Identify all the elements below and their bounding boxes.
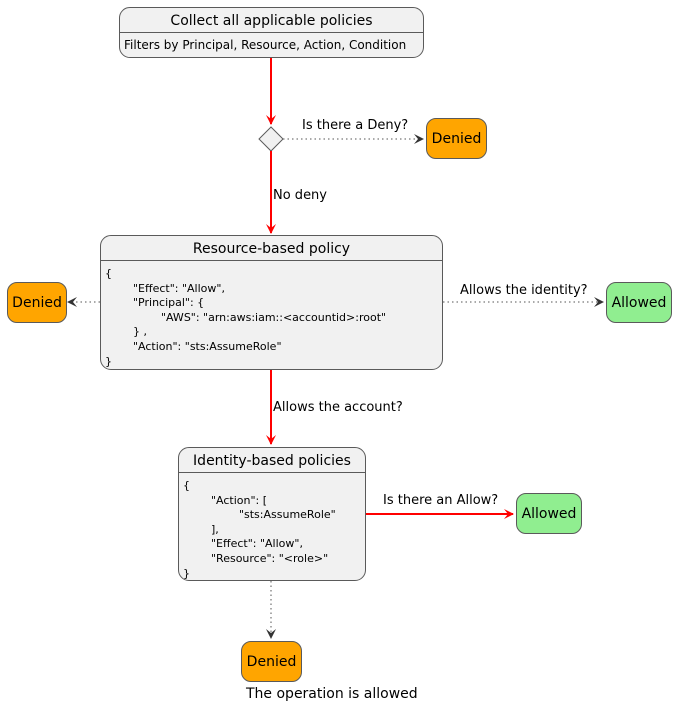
allowed-terminal-right: Allowed — [606, 282, 672, 323]
collect-policies-subtitle: Filters by Principal, Resource, Action, … — [124, 38, 407, 52]
edge-label-is-there-a-deny: Is there a Deny? — [302, 118, 409, 133]
identity-policies-title: Identity-based policies — [179, 448, 365, 473]
edge-label-allows-the-identity: Allows the identity? — [460, 283, 588, 298]
collect-policies-title: Collect all applicable policies — [120, 8, 423, 33]
denied-terminal-top: Denied — [426, 118, 487, 159]
identity-policies-node: Identity-based policies { "Action": [ "s… — [178, 447, 366, 581]
edge-label-allows-the-account: Allows the account? — [273, 400, 403, 415]
footer-caption: The operation is allowed — [246, 686, 418, 702]
edge-label-is-there-an-allow: Is there an Allow? — [383, 493, 499, 508]
allowed-label: Allowed — [611, 294, 667, 311]
allowed-terminal-identity: Allowed — [516, 493, 582, 534]
identity-policy-json: { "Action": [ "sts:AssumeRole" ], "Effec… — [183, 479, 336, 580]
resource-policy-json: { "Effect": "Allow", "Principal": { "AWS… — [105, 267, 387, 368]
collect-policies-node: Collect all applicable policies Filters … — [119, 7, 424, 58]
denied-terminal-bottom: Denied — [241, 641, 302, 682]
denied-label: Denied — [246, 653, 297, 670]
deny-decision-diamond — [258, 126, 284, 152]
resource-policy-node: Resource-based policy { "Effect": "Allow… — [100, 235, 443, 370]
edge-label-no-deny: No deny — [273, 188, 327, 203]
denied-terminal-left: Denied — [7, 282, 67, 323]
denied-label: Denied — [431, 130, 482, 147]
allowed-label: Allowed — [521, 505, 577, 522]
resource-policy-title: Resource-based policy — [101, 236, 442, 261]
denied-label: Denied — [12, 294, 62, 311]
